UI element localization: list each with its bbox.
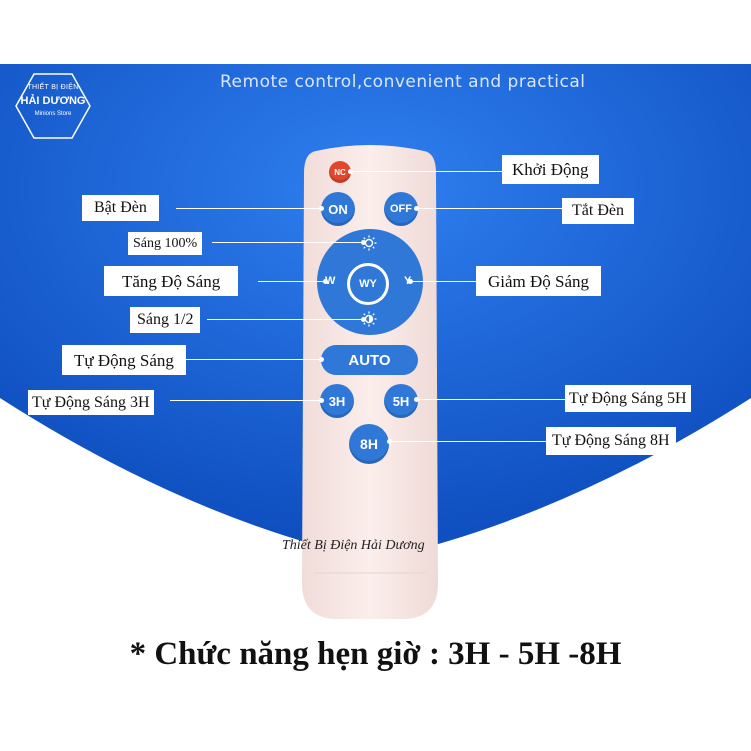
label-tu-dong-sang-8h: Tự Động Sáng 8H <box>546 427 676 455</box>
w-button[interactable]: W <box>325 275 336 287</box>
callout-dot-tat-den <box>414 206 419 211</box>
tagline: Remote control,convenient and practical <box>220 72 586 92</box>
label-giam-do-sang: Giảm Độ Sáng <box>476 266 602 296</box>
nc-button[interactable]: NC <box>329 161 351 183</box>
callout-line-8h <box>389 441 547 442</box>
callout-line-giam-do-sang <box>410 281 476 282</box>
callout-line-sang-100 <box>212 242 364 243</box>
callout-dot-giam-do-sang <box>408 279 413 284</box>
callout-dot-5h <box>414 397 419 402</box>
callout-line-khoi-dong <box>350 171 502 172</box>
logo-line-2: HẢI DƯƠNG <box>20 95 86 107</box>
timer-caption: * Chức năng hẹn giờ : 3H - 5H -8H <box>129 636 622 672</box>
callout-dot-tang-do-sang <box>323 279 328 284</box>
watermark: Thiết Bị Điện Hải Dương <box>282 538 425 553</box>
label-sang-1-2: Sáng 1/2 <box>130 307 201 333</box>
auto-button[interactable]: AUTO <box>321 345 418 375</box>
callout-line-3h <box>170 400 322 401</box>
timer-8h-button[interactable]: 8H <box>349 424 389 464</box>
logo-line-1: THIẾT BỊ ĐIỆN <box>27 84 79 91</box>
callout-dot-sang-1-2 <box>361 317 366 322</box>
wy-button[interactable]: WY <box>347 263 389 305</box>
label-khoi-dong: Khởi Động <box>502 155 599 184</box>
y-button[interactable]: Y <box>404 275 411 287</box>
on-button[interactable]: ON <box>321 192 355 226</box>
callout-dot-bat-den <box>319 206 324 211</box>
brightness-half-icon[interactable] <box>361 311 377 327</box>
timer-3h-button[interactable]: 3H <box>320 384 354 418</box>
callout-line-tu-dong-sang <box>186 359 322 360</box>
callout-dot-sang-100 <box>361 240 366 245</box>
callout-dot-3h <box>319 398 324 403</box>
callout-dot-khoi-dong <box>348 169 353 174</box>
label-sang-100: Sáng 100% <box>128 232 203 255</box>
label-tang-do-sang: Tăng Độ Sáng <box>104 266 239 296</box>
label-tat-den: Tắt Đèn <box>562 198 634 224</box>
callout-line-sang-1-2 <box>207 319 363 320</box>
logo-line-3: Minions Store <box>34 111 72 117</box>
callout-line-tat-den <box>416 208 562 209</box>
callout-line-bat-den <box>176 208 322 209</box>
callout-dot-8h <box>387 439 392 444</box>
label-tu-dong-sang-3h: Tự Động Sáng 3H <box>28 390 154 415</box>
timer-5h-button[interactable]: 5H <box>384 384 418 418</box>
label-bat-den: Bật Đèn <box>82 195 159 221</box>
callout-dot-tu-dong-sang <box>319 357 324 362</box>
label-tu-dong-sang-5h: Tự Động Sáng 5H <box>565 385 691 412</box>
callout-line-5h <box>416 399 566 400</box>
store-logo: THIẾT BỊ ĐIỆN HẢI DƯƠNG Minions Store <box>14 72 92 140</box>
callout-line-tang-do-sang <box>258 281 326 282</box>
label-tu-dong-sang: Tự Động Sáng <box>62 345 186 375</box>
hexagon-logo-icon <box>15 73 91 139</box>
off-button[interactable]: OFF <box>384 192 418 226</box>
